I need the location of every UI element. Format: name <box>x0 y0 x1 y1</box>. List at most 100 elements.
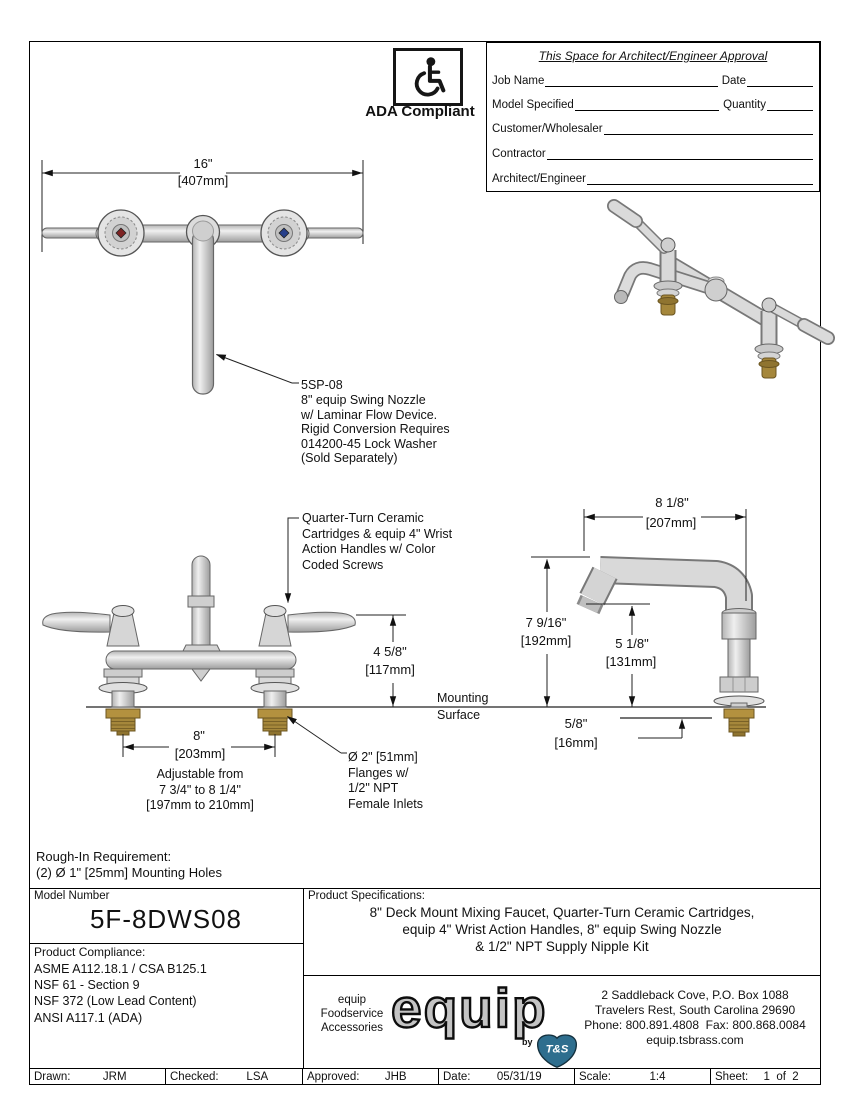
mounting-surface-label: Mounting <box>437 691 489 705</box>
nozzle-callout-line: 8" equip Swing Nozzle <box>301 393 426 407</box>
rough-in-line: (2) Ø 1" [25mm] Mounting Holes <box>36 865 222 880</box>
architect-field[interactable] <box>586 172 813 185</box>
nozzle-callout-line: Rigid Conversion Requires <box>301 422 450 436</box>
model-specified-field[interactable] <box>574 98 720 111</box>
front-height-dim: 4 5/8" <box>373 644 407 659</box>
date-label: Date <box>721 75 746 87</box>
nozzle-callout-line: (Sold Separately) <box>301 451 398 465</box>
total-height-dim: 7 9/16" <box>525 615 567 630</box>
footer-approved-cell: Approved: JHB <box>303 1069 439 1085</box>
address-line: Travelers Rest, South Carolina 29690 <box>594 1003 796 1017</box>
customer-field[interactable] <box>603 122 813 135</box>
model-number: 5F-8DWS08 <box>89 904 243 934</box>
sheet-label: Sheet: <box>715 1070 749 1083</box>
footer-sheet-cell: Sheet: 1 of 2 <box>711 1069 820 1085</box>
footer-checked-cell: Checked: LSA <box>166 1069 303 1085</box>
spec-label: Product Specifications: <box>308 890 425 902</box>
nozzle-callout-line: 5SP-08 <box>301 378 343 392</box>
model-number-cell <box>30 888 304 944</box>
front-height-dim-mm: [117mm] <box>365 662 415 677</box>
logo-by-label: by <box>522 1037 533 1047</box>
perspective-drawing <box>607 199 835 379</box>
architect-label: Architect/Engineer <box>492 173 586 185</box>
quantity-label: Quantity <box>723 99 766 111</box>
approval-box: This Space for Architect/Engineer Approv… <box>486 42 820 192</box>
scale-label: Scale: <box>579 1070 611 1083</box>
spec-cell <box>304 888 820 976</box>
model-specified-label: Model Specified <box>492 99 574 111</box>
checked-value: LSA <box>246 1070 269 1083</box>
drawn-value: JRM <box>102 1070 127 1083</box>
ts-shield-icon: T&S <box>536 1034 578 1068</box>
deck-dim-mm: [16mm] <box>554 735 598 750</box>
contractor-field[interactable] <box>546 147 813 160</box>
footer-drawn-cell: Drawn: JRM <box>30 1069 166 1085</box>
approval-row-job: Job Name Date <box>492 74 813 87</box>
cartridge-callout-line: Action Handles w/ Color <box>302 542 436 556</box>
adjustable-note-line: [197mm to 210mm] <box>146 798 254 812</box>
brand-tagline-line: Foodservice <box>320 1008 384 1020</box>
sheet-value: 1 of 2 <box>763 1070 799 1083</box>
job-name-field[interactable] <box>545 74 718 87</box>
flange-callout-line: Flanges w/ <box>348 765 409 780</box>
page-border <box>29 41 821 1085</box>
deck-dim: 5/8" <box>564 716 588 731</box>
flange-callout-line: 1/2" NPT <box>348 781 399 795</box>
compliance-line: NSF 372 (Low Lead Content) <box>34 994 197 1008</box>
compliance-line: NSF 61 - Section 9 <box>34 978 140 992</box>
footer-date-cell: Date: 05/31/19 <box>439 1069 575 1085</box>
cartridge-callout-line: Cartridges & equip 4" Wrist <box>302 526 453 541</box>
adjustable-note-line: Adjustable from <box>156 767 244 781</box>
flange-callout-line: Ø 2" [51mm] <box>348 750 418 764</box>
drawn-label: Drawn: <box>34 1070 71 1083</box>
approved-value: JHB <box>384 1070 407 1083</box>
total-height-dim-mm: [192mm] <box>520 633 572 648</box>
model-number-label: Model Number <box>34 890 110 902</box>
title-block-footer: Drawn: JRM Checked: LSA Approved: JHB Da… <box>30 1068 820 1085</box>
centers-dim-mm: [203mm] <box>174 746 226 761</box>
brand-tagline-line: equip <box>337 994 367 1006</box>
job-name-label: Job Name <box>492 75 545 87</box>
date-field[interactable] <box>747 74 813 87</box>
approval-row-model: Model Specified Quantity <box>492 98 813 111</box>
reach-dim-mm: [207mm] <box>645 515 697 530</box>
brand-tagline-line: Accessories <box>321 1022 383 1034</box>
centers-dim: 8" <box>193 728 205 743</box>
ts-shield-text: T&S <box>546 1043 569 1055</box>
approval-row-contractor: Contractor <box>492 147 813 160</box>
spout-height-dim: 5 1/8" <box>615 636 649 651</box>
top-view-drawing <box>41 160 364 395</box>
approval-row-customer: Customer/Wholesaler <box>492 122 813 135</box>
address-line: 2 Saddleback Cove, P.O. Box 1088 <box>601 988 789 1002</box>
address-line: equip.tsbrass.com <box>646 1033 744 1047</box>
compliance-label: Product Compliance: <box>34 945 146 959</box>
mounting-surface-label: Surface <box>437 708 481 722</box>
adjustable-note-line: 7 3/4" to 8 1/4" <box>159 782 241 797</box>
flange-callout-line: Female Inlets <box>348 796 424 811</box>
spec-line: equip 4" Wrist Action Handles, 8" equip … <box>402 922 722 937</box>
contractor-label: Contractor <box>492 148 546 160</box>
nozzle-callout-line: 014200-45 Lock Washer <box>301 436 437 451</box>
approval-title: This Space for Architect/Engineer Approv… <box>538 49 768 63</box>
equip-logo: equip <box>390 977 548 1039</box>
checked-label: Checked: <box>170 1070 219 1083</box>
top-width-dim-mm: [407mm] <box>177 173 229 188</box>
footer-scale-cell: Scale: 1:4 <box>575 1069 711 1085</box>
date-value: 05/31/19 <box>496 1070 542 1083</box>
quantity-field[interactable] <box>767 98 813 111</box>
side-view-drawing <box>531 509 765 739</box>
ada-symbol-box <box>393 48 463 106</box>
compliance-cell <box>30 944 304 1068</box>
ada-compliant-label: ADA Compliant <box>365 103 475 120</box>
approved-label: Approved: <box>307 1070 360 1083</box>
wheelchair-icon <box>414 57 446 97</box>
compliance-line: ANSI A117.1 (ADA) <box>34 1011 143 1025</box>
nozzle-callout-line: w/ Laminar Flow Device. <box>301 407 438 422</box>
spout-height-dim-mm: [131mm] <box>605 654 657 669</box>
rough-in-line: Rough-In Requirement: <box>36 849 172 864</box>
top-width-dim: 16" <box>193 156 213 171</box>
scale-value: 1:4 <box>649 1070 666 1083</box>
approval-row-architect: Architect/Engineer <box>492 172 813 185</box>
